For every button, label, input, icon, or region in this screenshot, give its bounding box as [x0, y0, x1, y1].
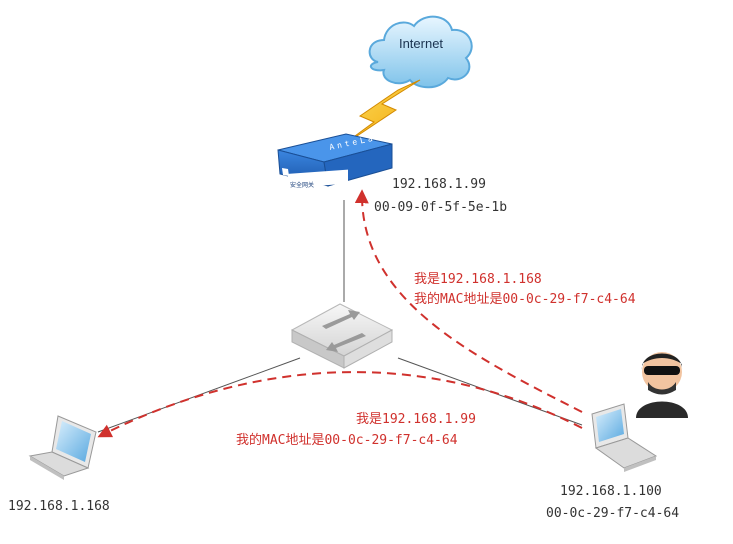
spoof-to-victim-line2: 我的MAC地址是00-0c-29-f7-c4-64 [236, 432, 458, 448]
gateway-ip-label: 192.168.1.99 [392, 177, 486, 192]
attacker-laptop-icon [591, 403, 658, 472]
spoof-to-victim-line1: 我是192.168.1.99 [356, 412, 476, 427]
victim-ip-label: 192.168.1.168 [8, 499, 110, 514]
switch-icon [290, 303, 394, 369]
arp-spoof-to-gateway-arrow [354, 189, 583, 413]
hacker-icon [636, 352, 688, 418]
internet-cloud-icon [368, 15, 473, 89]
victim-laptop-icon [28, 415, 97, 480]
spoof-to-gateway-line1: 我是192.168.1.168 [414, 272, 542, 287]
gateway-panel-label: 安全网关 [290, 181, 314, 189]
internet-label: Internet [399, 36, 443, 51]
security-gateway-device [277, 133, 393, 188]
spoof-to-gateway-line2: 我的MAC地址是00-0c-29-f7-c4-64 [414, 291, 636, 307]
gateway-mac-label: 00-09-0f-5f-5e-1b [374, 200, 507, 215]
attacker-mac-label: 00-0c-29-f7-c4-64 [546, 506, 679, 521]
arp-spoof-to-victim-arrow [97, 371, 583, 438]
attacker-ip-label: 192.168.1.100 [560, 484, 662, 499]
